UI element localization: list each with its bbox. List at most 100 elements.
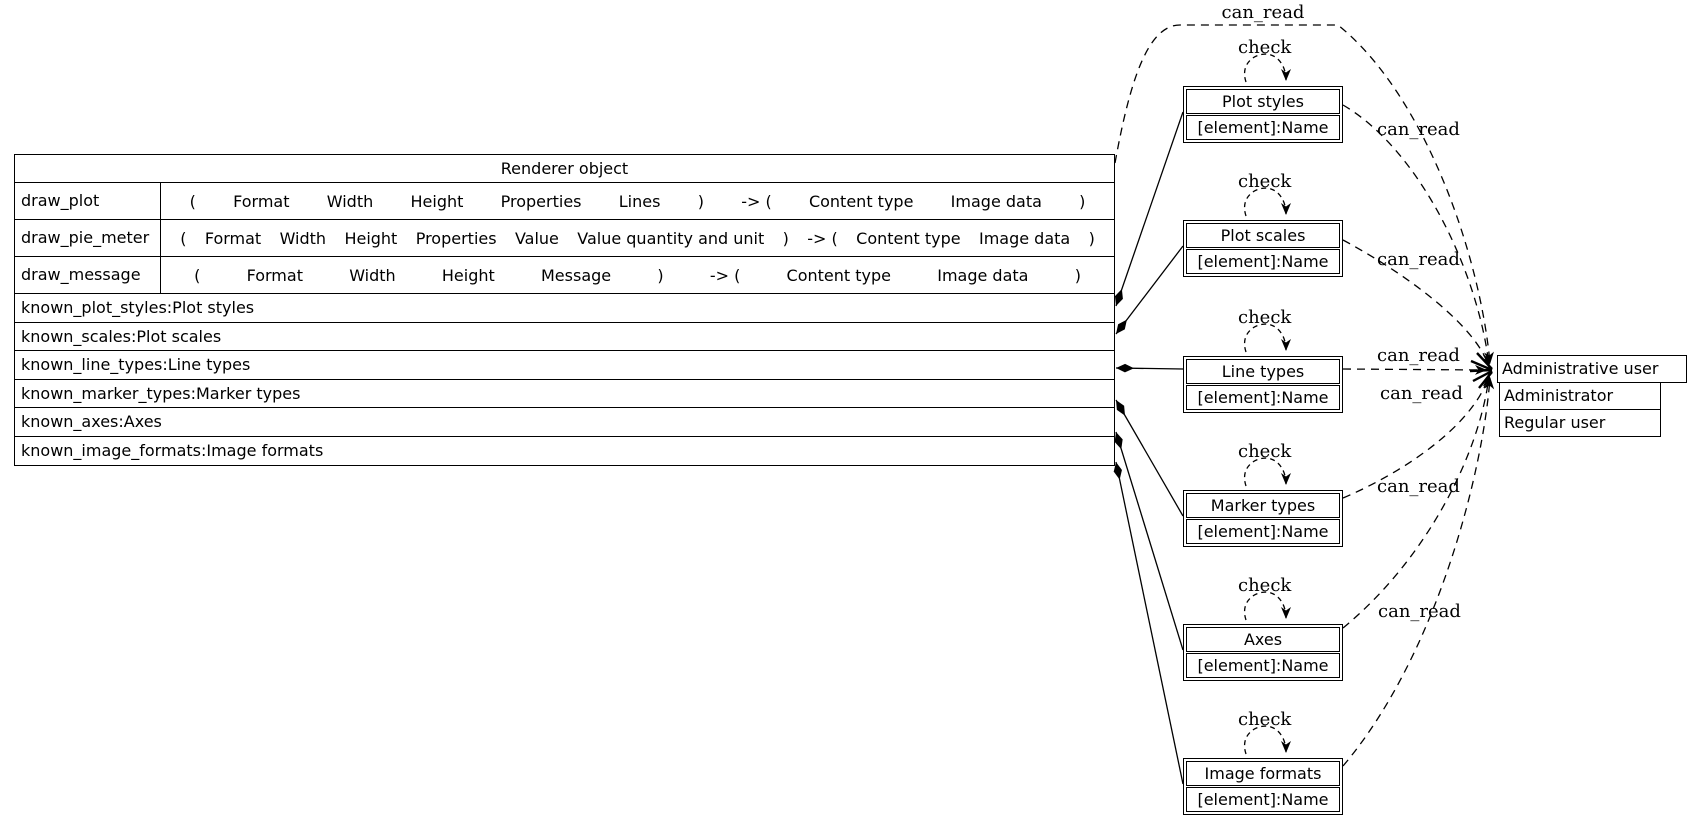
node-marker-types: Marker types [element]:Name xyxy=(1183,490,1343,547)
attribute-row-known-image-formats: known_image_formats:Image formats xyxy=(21,440,324,460)
signature-token: Properties xyxy=(500,191,582,211)
attribute-row-known-line-types: known_line_types:Line types xyxy=(15,351,1114,380)
node-title: Axes xyxy=(1186,627,1340,652)
signature-token: ) xyxy=(1079,191,1086,211)
check-loop-plot-styles xyxy=(1243,53,1291,83)
edge-label-check: check xyxy=(1238,171,1292,192)
edge-label-can-read: can_read xyxy=(1377,476,1460,497)
composition-edge-line-types xyxy=(1115,363,1184,373)
attribute-row-known-scales: known_scales:Plot scales xyxy=(15,323,1114,351)
method-signature: ( Format Width Height Message) -> ( Content ty… xyxy=(161,257,1114,293)
attribute-row-known-axes: known_axes:Axes xyxy=(15,408,1114,437)
signature-token: -> ( xyxy=(807,228,838,248)
edge-label-check: check xyxy=(1238,441,1292,462)
can-read-edge-plot-styles xyxy=(1342,104,1493,366)
signature-token: Content type xyxy=(808,191,914,211)
method-name: draw_plot xyxy=(15,183,161,219)
method-name: draw_pie_meter xyxy=(15,220,161,256)
node-plot-styles: Plot styles [element]:Name xyxy=(1183,86,1343,143)
node-image-formats: Image formats [element]:Name xyxy=(1183,758,1343,815)
composition-edge-plot-scales xyxy=(1115,245,1184,335)
can-read-edge-image-formats xyxy=(1342,377,1495,767)
check-loop-plot-scales xyxy=(1243,187,1291,217)
signature-token: ) xyxy=(1074,265,1081,285)
method-row-draw-pie-meter: draw_pie_meter ( Format Width Height Propert… xyxy=(15,220,1114,257)
attribute-row-known-marker-types: known_marker_types:Marker types xyxy=(15,380,1114,408)
check-loop-axes xyxy=(1243,591,1291,621)
edge-label-check: check xyxy=(1238,575,1292,596)
signature-token: -> ( xyxy=(741,191,772,211)
edge-label-can-read: can_read xyxy=(1377,119,1460,140)
node-administrative-user: Administrative user Administrator Regula… xyxy=(1497,355,1687,437)
renderer-title: Renderer object xyxy=(15,155,1114,183)
edge-label-can-read: can_read xyxy=(1221,2,1305,23)
admin-user-row: Administrator xyxy=(1499,382,1661,410)
composition-edges xyxy=(1113,111,1184,785)
edge-label-can-read: can_read xyxy=(1377,345,1460,366)
signature-token: Image data xyxy=(978,228,1071,248)
edge-label-check: check xyxy=(1238,37,1292,58)
edge-label-can-read: can_read xyxy=(1377,249,1460,270)
signature-token: ( xyxy=(189,191,196,211)
check-loop-line-types xyxy=(1243,323,1291,353)
signature-token: Message xyxy=(541,265,612,285)
arrowhead-burst xyxy=(1469,352,1493,389)
method-row-draw-plot: draw_plot ( Format Width Height Properties Li… xyxy=(15,183,1114,220)
method-signature: ( Format Width Height Properties Lines) -> ( Co… xyxy=(161,183,1114,219)
signature-token: Height xyxy=(410,191,464,211)
node-element-field: [element]:Name xyxy=(1186,519,1340,544)
signature-token: Height xyxy=(441,265,495,285)
can-read-edge-renderer xyxy=(1114,24,1494,364)
signature-token: Width xyxy=(326,191,374,211)
node-element-field: [element]:Name xyxy=(1186,249,1340,274)
signature-token: ) xyxy=(697,191,704,211)
can-read-edge-axes xyxy=(1342,375,1493,629)
edge-label-can-read: can_read xyxy=(1380,383,1463,404)
signature-token: Height xyxy=(344,228,398,248)
attribute-row-known-plot-styles: known_plot_styles:Plot styles xyxy=(15,294,1114,323)
signature-token: Lines xyxy=(618,191,661,211)
node-title: Marker types xyxy=(1186,493,1340,518)
signature-token: Image data xyxy=(950,191,1042,211)
edge-label-can-read: can_read xyxy=(1378,601,1461,622)
node-element-field: [element]:Name xyxy=(1186,385,1340,410)
node-title: Plot scales xyxy=(1186,223,1340,248)
node-title: Line types xyxy=(1186,359,1340,384)
composition-edge-image-formats xyxy=(1113,461,1184,785)
admin-user-title: Administrative user xyxy=(1497,355,1687,383)
composition-edge-marker-types xyxy=(1115,399,1184,517)
signature-token: Format xyxy=(233,191,290,211)
composition-edge-axes xyxy=(1114,431,1184,651)
node-element-field: [element]:Name xyxy=(1186,115,1340,140)
signature-token: ( xyxy=(180,228,187,248)
signature-token: Width xyxy=(279,228,327,248)
signature-token: Width xyxy=(349,265,396,285)
signature-token: Value quantity and unit xyxy=(577,228,765,248)
node-plot-scales: Plot scales [element]:Name xyxy=(1183,220,1343,277)
edge-label-check: check xyxy=(1238,307,1292,328)
admin-user-row: Regular user xyxy=(1499,409,1661,437)
signature-token: ( xyxy=(194,265,201,285)
signature-token: Properties xyxy=(415,228,497,248)
node-title: Image formats xyxy=(1186,761,1340,786)
signature-token: Content type xyxy=(786,265,892,285)
signature-token: Format xyxy=(246,265,303,285)
method-name: draw_message xyxy=(15,257,161,293)
signature-token: -> ( xyxy=(709,265,741,285)
edge-label-check: check xyxy=(1238,709,1292,730)
node-element-field: [element]:Name xyxy=(1186,653,1340,678)
signature-token: Content type xyxy=(856,228,961,248)
signature-token: Format xyxy=(204,228,262,248)
node-title: Plot styles xyxy=(1186,89,1340,114)
method-row-draw-message: draw_message ( Format Width Height Message) -… xyxy=(15,257,1114,294)
signature-token: Value xyxy=(514,228,559,248)
can-read-edge-line-types xyxy=(1342,364,1487,375)
node-axes: Axes [element]:Name xyxy=(1183,624,1343,681)
signature-token: ) xyxy=(1088,228,1095,248)
check-loop-image-formats xyxy=(1243,725,1291,755)
signature-token: ) xyxy=(782,228,789,248)
node-line-types: Line types [element]:Name xyxy=(1183,356,1343,413)
node-element-field: [element]:Name xyxy=(1186,787,1340,812)
